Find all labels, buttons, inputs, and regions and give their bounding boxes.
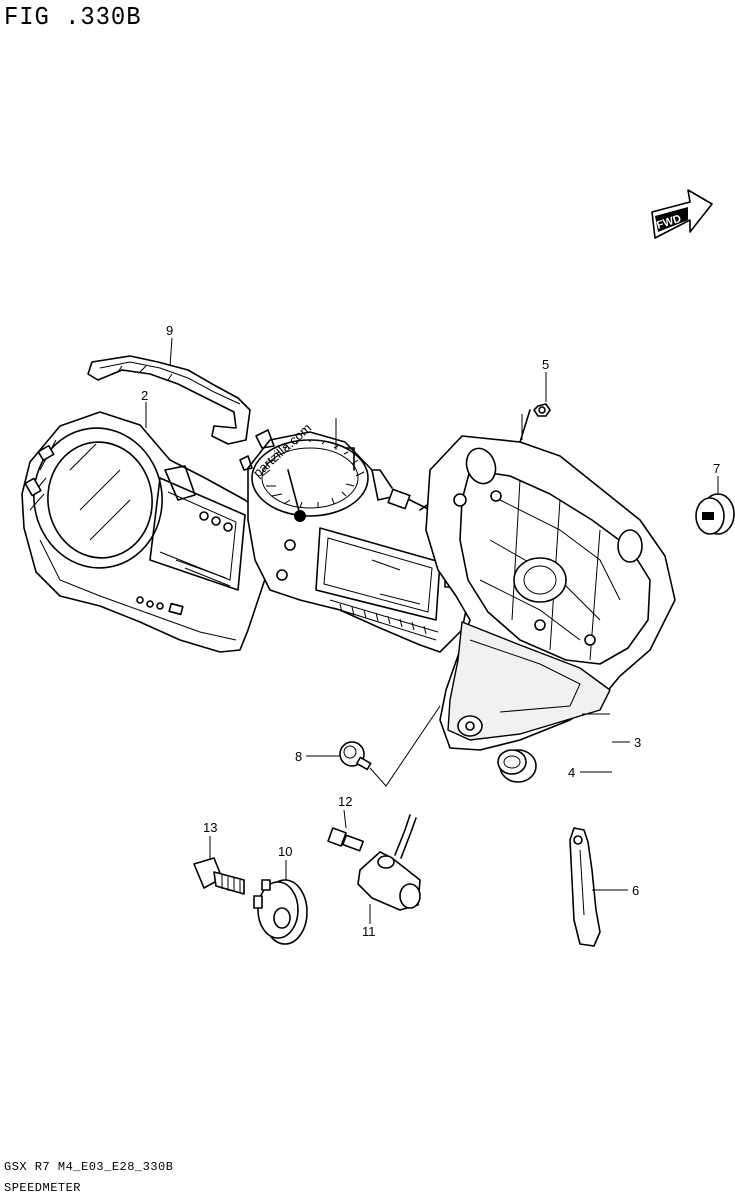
callout-12: 12: [338, 794, 352, 809]
part-12-bolt: [327, 827, 364, 852]
callout-6: 6: [632, 883, 639, 898]
part-6-bracket: [569, 827, 601, 947]
footer-section-name: SPEEDMETER: [4, 1181, 82, 1195]
callout-10: 10: [278, 844, 292, 859]
callout-3: 3: [634, 735, 641, 750]
footer-figure-code: GSX R7 M4_E03_E28_330B: [4, 1160, 174, 1174]
callout-8: 8: [295, 749, 302, 764]
part-8-screw: [339, 741, 372, 771]
part-2-meter-cover: [21, 411, 279, 653]
part-10-seal: [253, 879, 308, 945]
callout-11: 11: [362, 924, 376, 939]
callout-2: 2: [141, 388, 148, 403]
part-4-cushion: [497, 749, 537, 783]
callout-13: 13: [203, 820, 217, 835]
fwd-arrow-icon: FWD: [651, 189, 713, 239]
part-9-gasket: [87, 355, 251, 445]
part-3-meter-case: [425, 409, 676, 751]
part-7-grommet: [695, 493, 735, 535]
callout-labels: 9 2 5 7 3 4 8 12 13 10 11 6: [141, 323, 720, 939]
part-11-sensor: [357, 814, 421, 911]
callout-5: 5: [542, 357, 549, 372]
part-meter-assembly: [239, 429, 471, 653]
callout-9: 9: [166, 323, 173, 338]
callout-7: 7: [713, 461, 720, 476]
leader-lines: [145, 337, 719, 924]
figure-title: FIG .330B: [4, 2, 142, 32]
part-13-bolt: [193, 857, 245, 895]
callout-4: 4: [568, 765, 575, 780]
part-5-screw: [533, 403, 551, 417]
